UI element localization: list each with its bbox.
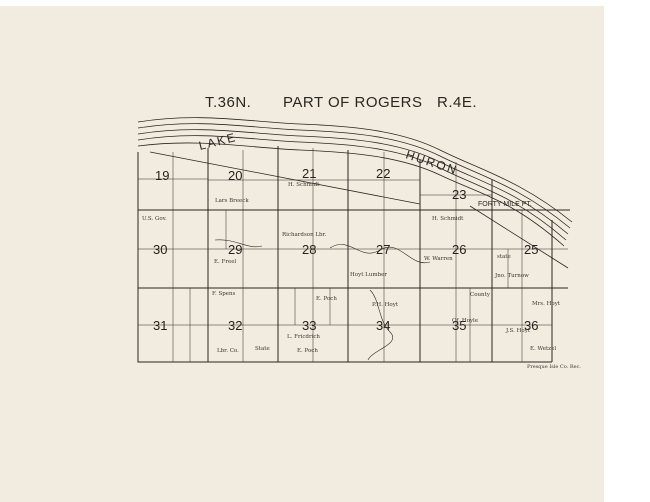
owner-label: Of. Hoyle (452, 318, 478, 324)
owner-label: state (497, 254, 511, 260)
owner-labels: H. Schmidt Lars Breeck U.S. Gov. E. Free… (142, 182, 561, 354)
range-label: R.4E. (437, 94, 478, 111)
creeks (214, 239, 431, 361)
section-27: 27 (376, 242, 390, 257)
shoreline-contours (137, 117, 573, 247)
map-title: PART OF ROGERS (283, 94, 423, 111)
owner-label: Hoyt Lumber (350, 272, 387, 278)
section-grid (137, 146, 570, 363)
owner-label: Richardson Lbr. (282, 232, 327, 238)
owner-label: County (470, 292, 491, 298)
section-32: 32 (228, 318, 242, 333)
section-19: 19 (155, 168, 169, 183)
section-30: 30 (153, 242, 167, 257)
owner-label: P.H. Hoyt (372, 302, 399, 308)
credit-note: Presque Isle Co. Rec. (527, 364, 581, 370)
owner-label: H. Schmidt (288, 182, 320, 188)
owner-label: F. Spens (212, 291, 236, 297)
owner-label: J.S. Hoyt (505, 328, 531, 334)
owner-label: Lars Breeck (215, 198, 249, 204)
owner-label: W. Warren (424, 256, 453, 262)
section-29: 29 (228, 242, 242, 257)
section-25: 25 (524, 242, 538, 257)
parcel-lines (138, 148, 568, 362)
owner-label: State (255, 346, 270, 352)
section-36: 36 (524, 318, 538, 333)
paper-sheet (0, 6, 604, 502)
owner-label: E. Poch (316, 296, 337, 302)
owner-label: Mrs. Hoyt (532, 301, 561, 307)
lake-label-1: LAKE (197, 130, 238, 153)
section-26: 26 (452, 242, 466, 257)
owner-label: E. Wetzel (530, 346, 556, 352)
road-line (149, 151, 421, 205)
point-label: FORTY MILE PT. (478, 201, 532, 208)
section-31: 31 (153, 318, 167, 333)
township-label: T.36N. (205, 94, 252, 111)
section-20: 20 (228, 168, 242, 183)
section-23: 23 (452, 187, 466, 202)
owner-label: Lbr. Co. (217, 348, 239, 354)
owner-label: L. Fricdrich (287, 334, 320, 340)
section-35: 35 (452, 318, 466, 333)
owner-label: H. Schmidt (432, 216, 464, 222)
section-21: 21 (302, 166, 316, 181)
section-22: 22 (376, 166, 390, 181)
shore-road-line (469, 205, 569, 269)
section-numbers: 19 20 21 22 23 30 29 28 27 26 25 31 32 3… (153, 166, 538, 333)
owner-label: U.S. Gov. (142, 216, 167, 222)
section-33: 33 (302, 318, 316, 333)
owner-label: Jno. Turnow (494, 273, 529, 279)
owner-label: E. Freel (214, 259, 236, 265)
section-28: 28 (302, 242, 316, 257)
section-34: 34 (376, 318, 390, 333)
owner-label: E. Poch (297, 348, 318, 354)
